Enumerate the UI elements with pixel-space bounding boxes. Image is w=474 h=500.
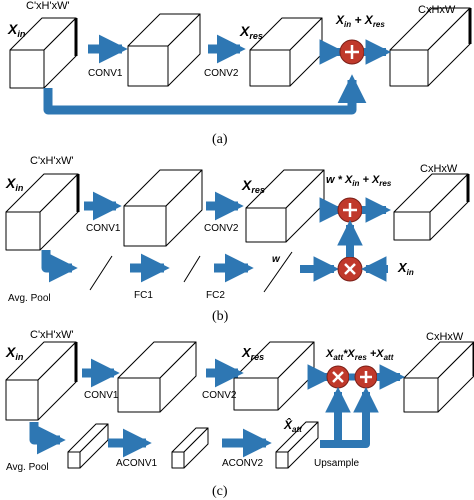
panel-c-times-operator: [326, 365, 350, 389]
panel-c-plus-operator: [354, 365, 378, 389]
panel-c-pool-block: [67, 423, 109, 469]
panel-c-aconv1-label: ACONV1: [116, 458, 158, 469]
panel-a-output-dims: CxHxW: [418, 4, 456, 16]
panel-b-w-vector: [263, 251, 293, 293]
panel-c-upsample-to-sum-arrow: [338, 386, 379, 448]
panel-a-conv2-label: CONV2: [204, 68, 239, 79]
panel-b-input-dims: C'xH'xW': [30, 155, 74, 167]
panel-b-avgpool-arrow: [41, 250, 78, 283]
panel-c-aconv2-label: ACONV2: [222, 458, 264, 469]
panel-a: C'xH'xW' Xin CONV1 Xres CONV2 Xin + Xres…: [7, 0, 472, 147]
panel-c-upsample-to-mult-arrow: [320, 386, 351, 448]
panel-c-formula: Xatt*Xres +Xatt: [325, 348, 394, 362]
panel-c-x-in-label: Xin: [5, 344, 24, 362]
panel-b-x-in-label: Xin: [5, 175, 24, 193]
panel-a-blocks: [9, 7, 472, 89]
panel-a-res-block: [249, 17, 323, 87]
panel-b-input-block: [5, 173, 80, 251]
panel-b-fc1-vector: [183, 255, 201, 283]
panel-c-att-block: [275, 421, 319, 469]
panel-b-fc2-label: FC2: [206, 290, 225, 301]
panel-b-w-label: w: [272, 254, 281, 265]
panel-a-caption: (a): [212, 132, 228, 147]
panel-c-conv1-label: CONV1: [84, 390, 119, 401]
panel-c-x-res-label: Xres: [241, 345, 264, 362]
panel-c-x-att-hat-label: X̂att: [283, 417, 302, 434]
panel-a-conv1-block: [127, 13, 201, 87]
panel-c-conv2-label: CONV2: [202, 390, 237, 401]
panel-c-res-block: [233, 341, 315, 411]
panel-c-aconv1-block: [171, 427, 209, 469]
panel-a-conv1-label: CONV1: [88, 68, 123, 79]
panel-b: C'xH'xW' Xin CONV1 Xres CONV2 w * Xin + …: [5, 155, 470, 324]
panel-b-fc1-label: FC1: [134, 290, 153, 301]
panel-b-times-operator: [337, 256, 363, 282]
panel-c-input-block: [5, 341, 78, 421]
panel-c-blocks: [5, 341, 474, 469]
panel-b-plus-operator: [337, 197, 363, 223]
panel-b-pool-vector: [89, 255, 113, 291]
panel-b-output-block: [393, 173, 470, 241]
panel-c-conv1-block: [117, 341, 197, 413]
panel-a-x-in-label: Xin: [7, 21, 26, 39]
panel-a-input-block: [9, 17, 78, 89]
panel-c-input-dims: C'xH'xW': [30, 329, 74, 341]
panel-c-caption: (c): [212, 484, 228, 499]
panel-b-avgpool-label: Avg. Pool: [8, 293, 51, 304]
panel-c-output-block: [403, 341, 474, 413]
panel-c: C'xH'xW' Xin CONV1 Xres CONV2 Xatt*Xres …: [5, 329, 474, 499]
panel-c-avgpool-label: Avg. Pool: [6, 462, 49, 473]
panel-a-plus-operator: [339, 39, 365, 65]
panel-c-upsample-label: Upsample: [314, 458, 359, 469]
panel-a-x-res-label: Xres: [239, 23, 263, 41]
panel-b-conv2-label: CONV2: [204, 223, 239, 234]
panel-a-input-dims: C'xH'xW': [26, 0, 70, 12]
panel-a-output-block: [389, 7, 472, 87]
panel-b-output-dims: CxHxW: [420, 163, 458, 175]
panel-b-conv1-block: [123, 169, 203, 247]
panel-b-conv1-label: CONV1: [86, 223, 121, 234]
panel-c-avgpool-arrow: [29, 422, 66, 455]
panel-a-sum-formula: Xin + Xres: [335, 13, 385, 29]
panel-b-res-block: [245, 169, 325, 243]
panel-b-caption: (b): [212, 309, 229, 324]
panel-c-output-dims: CxHxW: [426, 331, 464, 343]
panel-a-skip-connection: [43, 74, 367, 115]
panel-b-blocks: [5, 169, 470, 251]
panel-b-formula: w * Xin + Xres: [326, 174, 392, 188]
panel-b-x-res-label: Xres: [241, 177, 265, 195]
panel-b-x-in-right-label: Xin: [397, 260, 414, 277]
